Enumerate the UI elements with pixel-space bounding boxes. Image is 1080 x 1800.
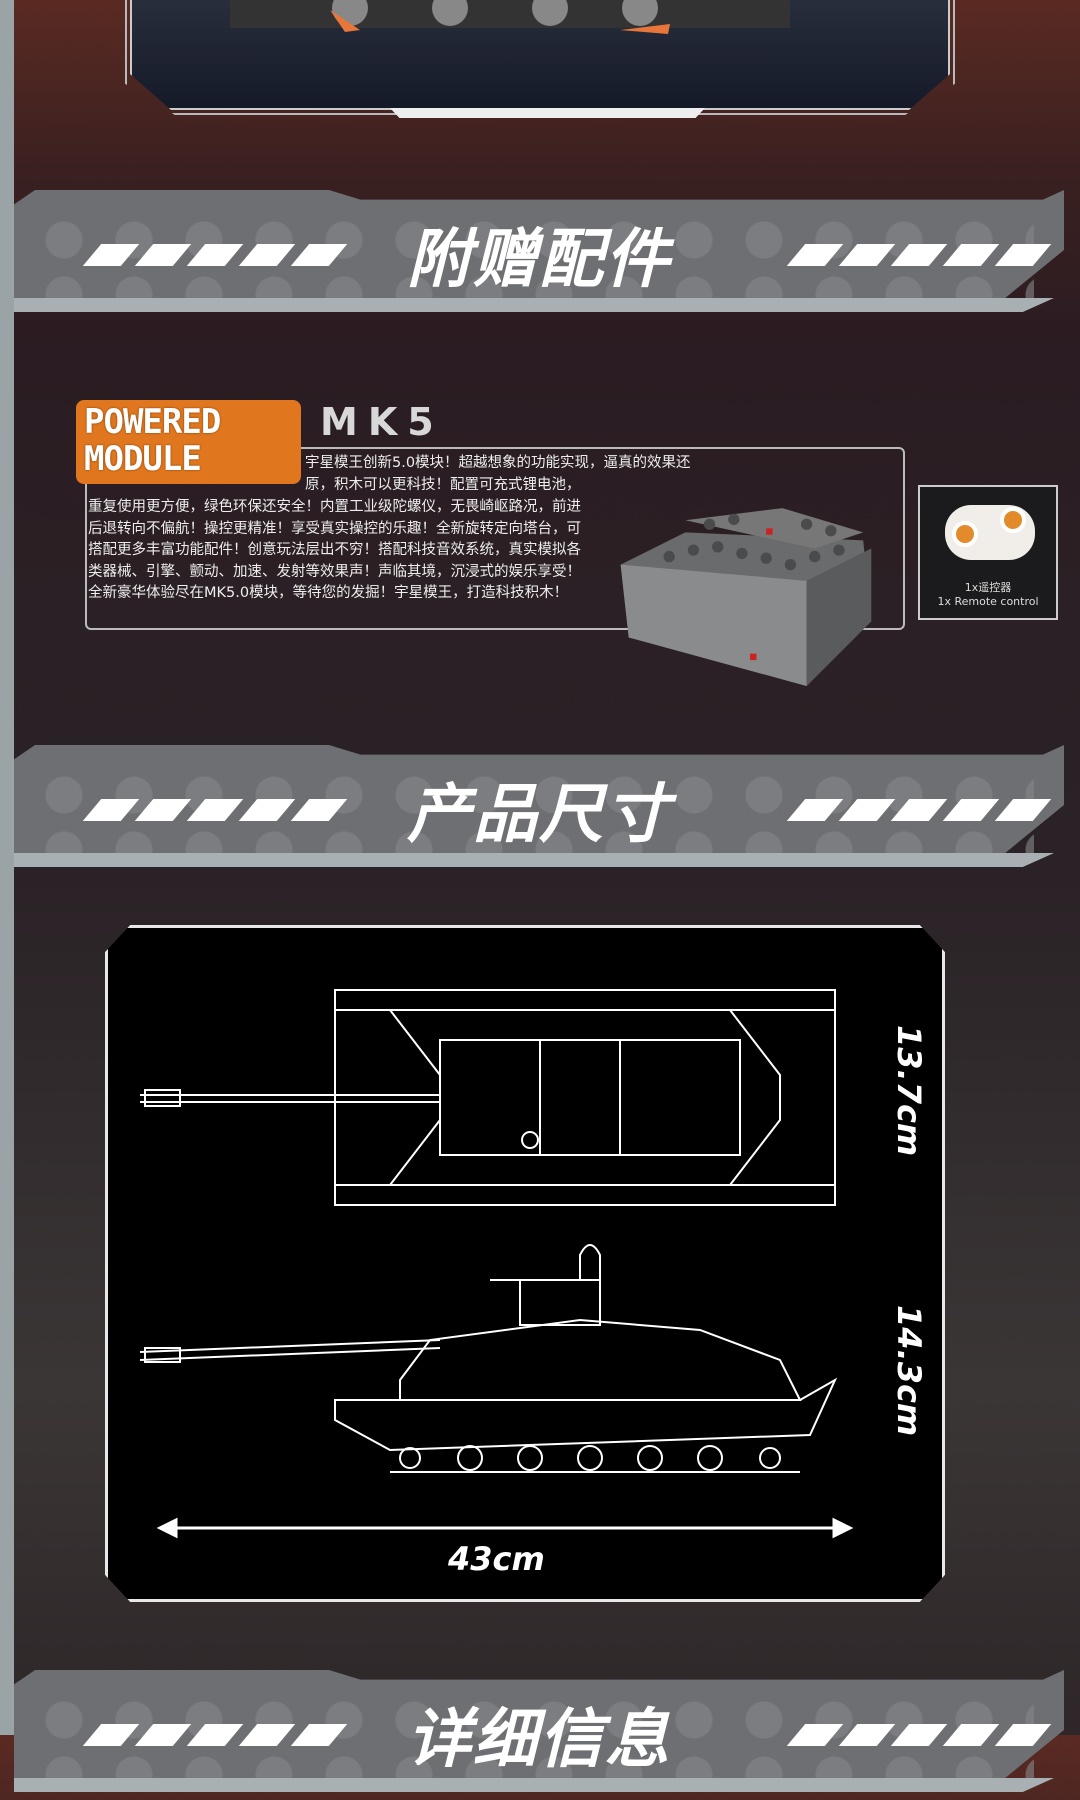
dimension-height: 14.3cm [890, 1305, 928, 1437]
dimension-width: 13.7cm [890, 1025, 928, 1157]
left-edge-bar [0, 0, 14, 1735]
section-title: 产品尺寸 [407, 778, 671, 852]
frame-bottom-bar [390, 108, 705, 118]
dimension-arrows [156, 1517, 854, 1539]
power-module-image [620, 508, 872, 686]
remote-label-cn: 1x遥控器 [964, 581, 1012, 594]
section-header-dimensions: 产品尺寸 [14, 725, 1080, 875]
description-part-1: 宇星模王创新5.0模块！超越想象的功能实现，逼真的效果还原，积木可以更科技！配置… [305, 455, 691, 493]
powered-module-logo: POWERED MODULE [76, 400, 301, 484]
module-model: MK5 [320, 400, 444, 444]
tank-side-view [140, 1244, 838, 1473]
description-part-2: 重复使用更方便，绿色环保还安全！内置工业级陀螺仪，无畏崎岖路况，前进后退转向不偏… [88, 499, 581, 601]
section-title: 附赠配件 [407, 223, 671, 297]
section-header-details: 详细信息 [14, 1650, 1080, 1800]
remote-control-card: 1x遥控器 1x Remote control [918, 485, 1058, 620]
remote-label-en: 1x Remote control [937, 595, 1039, 608]
module-description-frame [85, 447, 905, 630]
dimensions-panel [105, 925, 945, 1602]
logo-line-1: POWERED [84, 402, 221, 442]
tank-tread-image [230, 0, 790, 34]
tank-blueprint [140, 989, 854, 1539]
dimension-length: 43cm [448, 1540, 545, 1578]
logo-line-2: MODULE [84, 439, 202, 479]
section-header-accessories: 附赠配件 [14, 170, 1080, 320]
tank-top-view [140, 989, 836, 1206]
